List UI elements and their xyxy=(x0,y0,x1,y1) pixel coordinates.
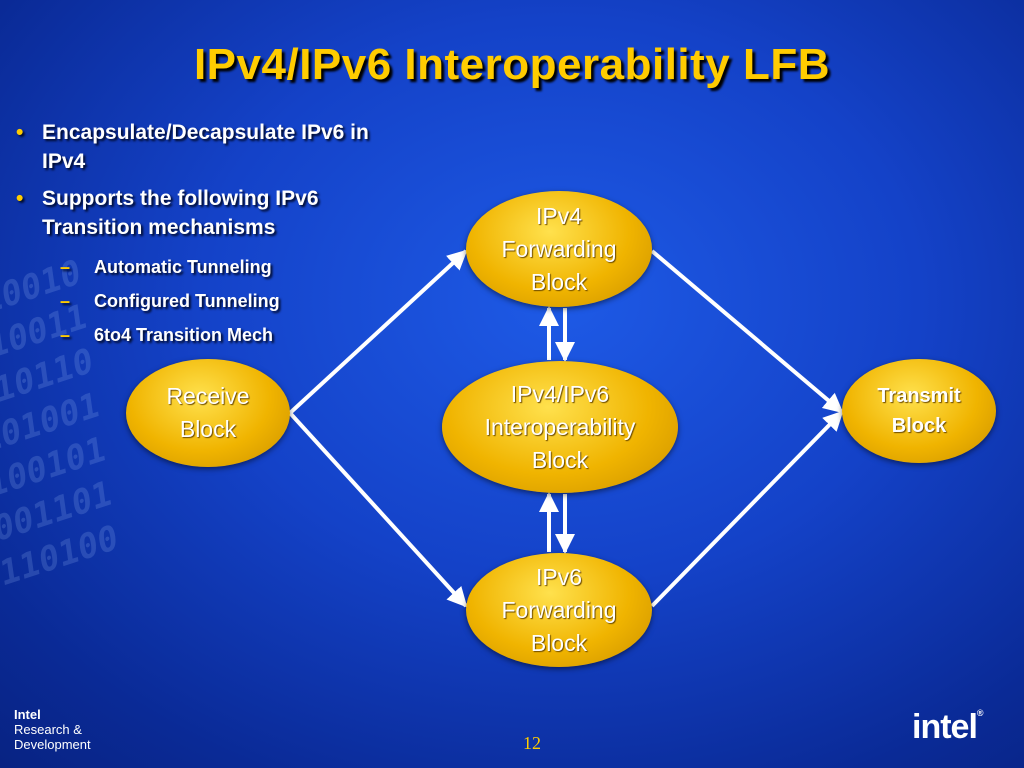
sub-bullet-item: – 6to4 Transition Mech xyxy=(16,318,396,352)
interoperability-block-node: IPv4/IPv6 Interoperability Block xyxy=(442,361,678,493)
bullet-text: Encapsulate/Decapsulate IPv6 in IPv4 xyxy=(42,121,369,173)
slide-title: IPv4/IPv6 Interoperability LFB xyxy=(193,40,831,89)
transmit-block-node: Transmit Block xyxy=(842,359,996,463)
bullet-list: • Encapsulate/Decapsulate IPv6 in IPv4 •… xyxy=(16,118,396,352)
arrow-ipv4_fwd-to-transmit xyxy=(650,249,844,414)
arrow-receive-to-ipv6_fwd xyxy=(288,411,468,608)
ipv4-forwarding-block-node: IPv4 Forwarding Block xyxy=(466,191,652,307)
bullet-dot-icon: • xyxy=(16,187,24,210)
ipv6-forwarding-block-node: IPv6 Forwarding Block xyxy=(466,553,652,667)
dash-icon: – xyxy=(60,325,71,345)
bullet-dot-icon: • xyxy=(16,121,24,144)
registered-mark: ® xyxy=(976,708,984,718)
footer-org-line: Development xyxy=(14,737,91,752)
arrow-receive-to-ipv4_fwd xyxy=(288,249,468,415)
intel-logo-text: intel xyxy=(912,708,978,746)
page-number: 12 xyxy=(523,733,541,753)
sub-bullet-item: – Automatic Tunneling xyxy=(16,250,396,284)
sub-bullet-text: 6to4 Transition Mech xyxy=(94,325,274,345)
footer-org-line: Research & xyxy=(14,722,82,737)
arrow-ipv6_fwd-to-transmit xyxy=(650,410,844,608)
dash-icon: – xyxy=(60,257,71,277)
bullet-item: • Encapsulate/Decapsulate IPv6 in IPv4 xyxy=(16,118,396,176)
receive-block-node: Receive Block xyxy=(126,359,290,467)
bullet-item: • Supports the following IPv6 Transition… xyxy=(16,184,396,242)
sub-bullet-text: Automatic Tunneling xyxy=(94,257,272,277)
bullet-text: Supports the following IPv6 Transition m… xyxy=(42,187,319,239)
dash-icon: – xyxy=(60,291,71,311)
footer-org-line: Intel xyxy=(14,707,41,722)
sub-bullet-text: Configured Tunneling xyxy=(94,291,280,311)
intel-logo: intel® xyxy=(912,708,984,747)
sub-bullet-item: – Configured Tunneling xyxy=(16,284,396,318)
footer-org: Intel Research & Development xyxy=(14,707,91,752)
